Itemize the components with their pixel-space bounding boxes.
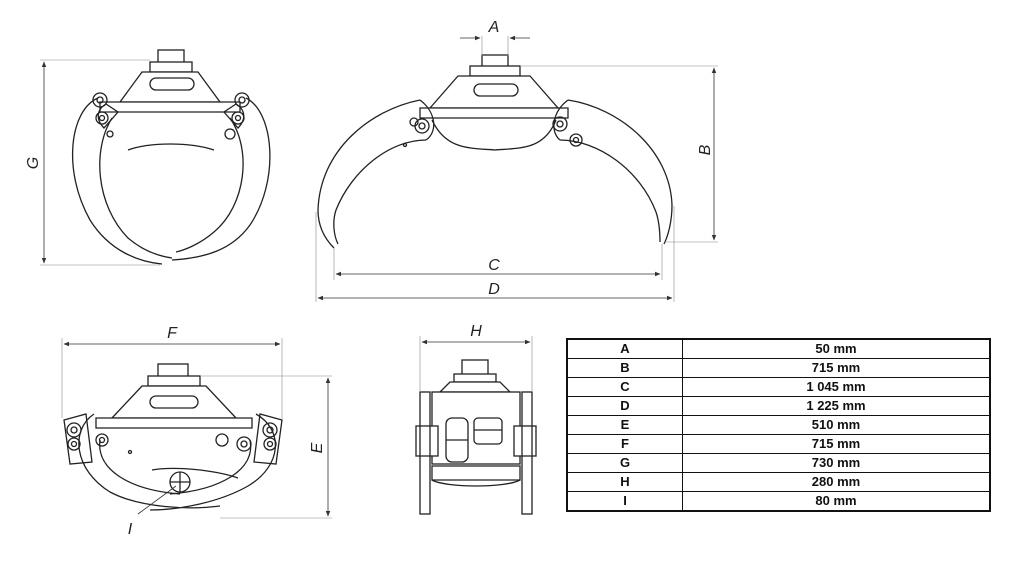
label-h: H <box>470 323 482 340</box>
spec-key: C <box>566 377 683 397</box>
spec-key: E <box>566 415 683 435</box>
spec-key: I <box>566 491 683 512</box>
spec-value: 730 mm <box>682 453 991 473</box>
spec-key: B <box>566 358 683 378</box>
label-d: D <box>488 281 500 298</box>
spec-value: 715 mm <box>682 434 991 454</box>
spec-key: H <box>566 472 683 492</box>
spec-key: G <box>566 453 683 473</box>
label-c: C <box>488 257 500 274</box>
label-f: F <box>167 325 178 342</box>
spec-value: 510 mm <box>682 415 991 435</box>
spec-value: 50 mm <box>682 338 991 359</box>
spec-value: 80 mm <box>682 491 991 512</box>
spec-value: 1 045 mm <box>682 377 991 397</box>
dimension-a: A <box>460 19 530 56</box>
dimension-h: H <box>419 323 533 392</box>
spec-key: A <box>566 338 683 359</box>
label-e: E <box>309 442 326 453</box>
grab-with-log-view <box>63 363 283 511</box>
dimension-b: B <box>520 65 718 243</box>
label-a: A <box>488 19 500 36</box>
open-grab-view <box>317 54 673 249</box>
dimension-d: D <box>315 206 675 302</box>
label-b: B <box>697 144 714 155</box>
spec-value: 1 225 mm <box>682 396 991 416</box>
label-g: G <box>25 157 42 169</box>
spec-key: D <box>566 396 683 416</box>
closed-grab-view <box>72 49 271 265</box>
dimension-c: C <box>333 244 663 280</box>
dimension-i: I <box>128 485 177 538</box>
dimension-f: F <box>61 325 283 420</box>
spec-key: F <box>566 434 683 454</box>
label-i: I <box>128 521 133 538</box>
dimension-e: E <box>200 375 332 519</box>
dimension-g: G <box>25 59 160 266</box>
spec-value: 280 mm <box>682 472 991 492</box>
spec-value: 715 mm <box>682 358 991 378</box>
side-view <box>415 359 537 515</box>
